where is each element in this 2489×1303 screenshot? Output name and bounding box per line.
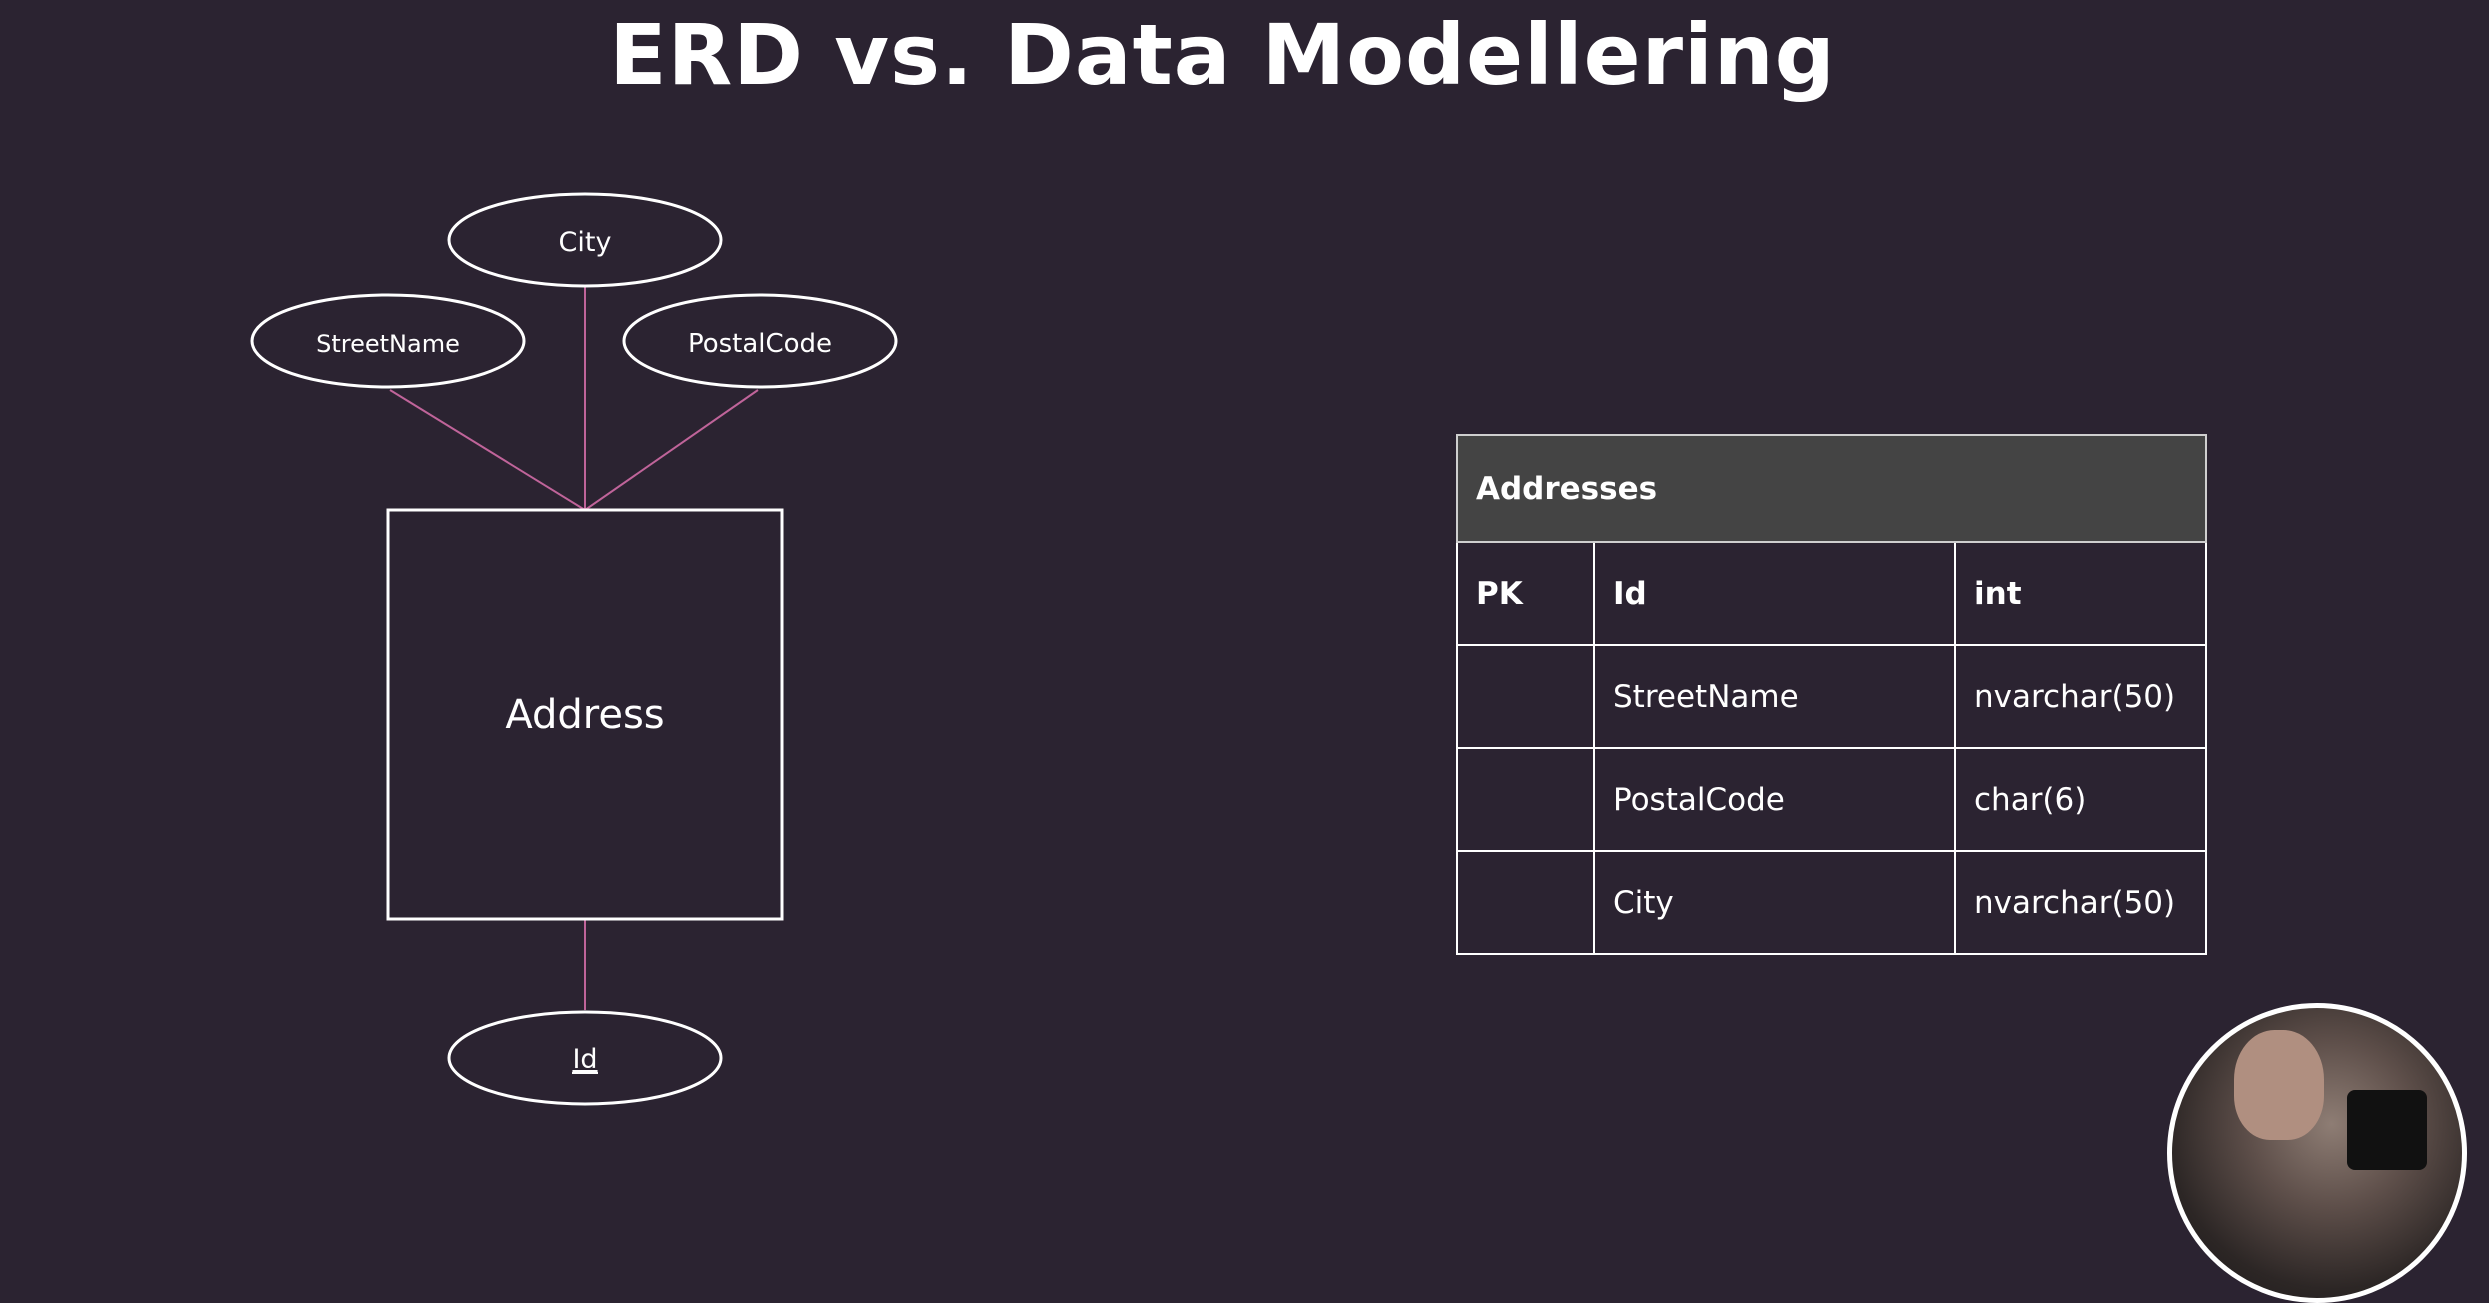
table-header-row: PK Id int [1456,541,2208,646]
table-row: PostalCode char(6) [1456,747,2208,852]
data-model-table: Addresses PK Id int StreetName nvarchar(… [1455,434,2208,955]
entity-address: Address [386,508,784,921]
column-name-cell: PostalCode [1593,747,1956,852]
table-row: City nvarchar(50) [1456,850,2208,955]
pk-column-type: int [1953,541,2208,646]
attribute-city-label: City [559,227,612,258]
table-name: Addresses [1455,434,2208,543]
key-cell [1456,747,1595,852]
connector-line-streetname [389,389,586,511]
attribute-postalcode: PostalCode [622,293,898,389]
erd-diagram: City StreetName PostalCode Id Address [250,192,898,1106]
attribute-streetname: StreetName [250,293,526,389]
table-title-row: Addresses [1455,434,2208,543]
key-cell [1456,644,1595,749]
key-cell [1456,850,1595,955]
webcam-chair [2347,1090,2427,1170]
column-name-cell: StreetName [1593,644,1956,749]
column-type-cell: nvarchar(50) [1953,644,2208,749]
column-type-cell: nvarchar(50) [1953,850,2208,955]
column-type-cell: char(6) [1953,747,2208,852]
entity-address-label: Address [505,692,664,738]
table-row: StreetName nvarchar(50) [1456,644,2208,749]
attribute-id-primary-key: Id [447,1010,723,1106]
pk-cell: PK [1456,541,1595,646]
webcam-presenter [2234,1030,2324,1140]
slide-title: ERD vs. Data Modellering [609,6,1836,104]
pk-column-name: Id [1593,541,1956,646]
connector-line-postalcode [584,389,759,511]
column-name-cell: City [1593,850,1956,955]
presenter-webcam-overlay [2167,1003,2467,1303]
attribute-id-label: Id [572,1044,597,1075]
attribute-streetname-label: StreetName [316,330,460,358]
attribute-city: City [447,192,723,288]
attribute-postalcode-label: PostalCode [688,329,832,359]
